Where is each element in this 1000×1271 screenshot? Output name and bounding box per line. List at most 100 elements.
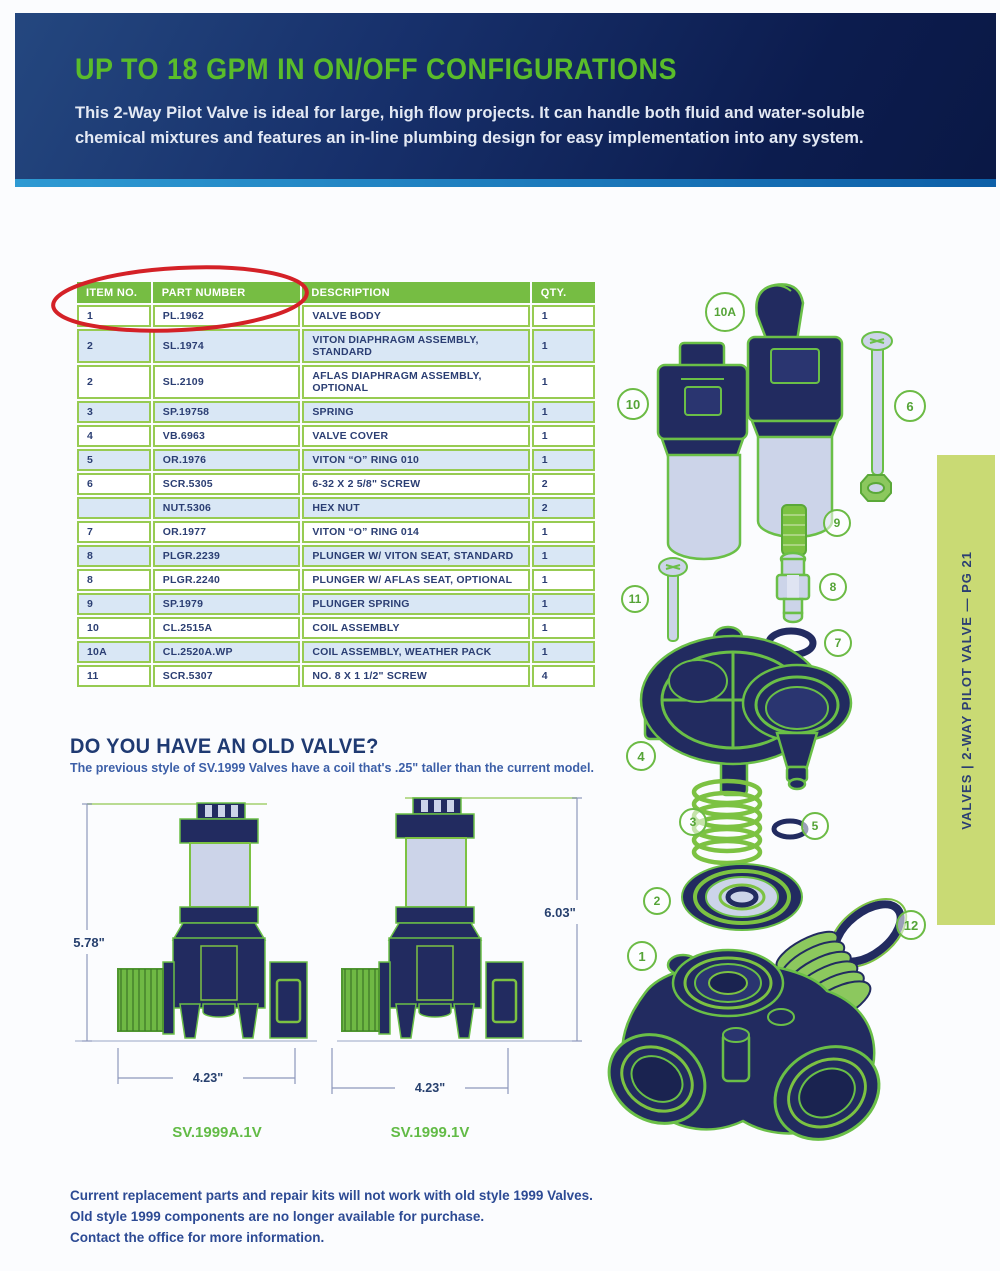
callout-1: 1 <box>627 941 657 971</box>
cell-description: AFLAS DIAPHRAGM ASSEMBLY, OPTIONAL <box>302 365 530 399</box>
screw-6-art <box>860 331 893 502</box>
footer-line-3: Contact the office for more information. <box>70 1230 325 1245</box>
side-tab-label: VALVES | 2-WAY PILOT VALVE — PG 21 <box>958 550 974 830</box>
dim-height-left: 5.78" <box>73 935 104 950</box>
cell-part-number: PLGR.2239 <box>152 545 301 567</box>
table-row: 2 SL.2109 AFLAS DIAPHRAGM ASSEMBLY, OPTI… <box>77 365 595 399</box>
cell-item-no: 4 <box>77 425 151 447</box>
cell-part-number: SP.19758 <box>152 401 301 423</box>
cell-item-no: 1 <box>77 305 151 327</box>
coil-10-art <box>656 341 749 561</box>
parts-table-body: 1 PL.1962 VALVE BODY 1 2 SL.1974 VITON D… <box>77 305 595 687</box>
cell-qty: 1 <box>531 449 595 471</box>
cell-part-number: OR.1976 <box>152 449 301 471</box>
table-row: 11 SCR.5307 NO. 8 X 1 1/2" SCREW 4 <box>77 665 595 687</box>
cell-item-no: 2 <box>77 329 151 363</box>
model-right: SV.1999.1V <box>391 1124 470 1141</box>
table-row: NUT.5306 HEX NUT 2 <box>77 497 595 519</box>
cell-qty: 1 <box>531 365 595 399</box>
cell-description: PLUNGER W/ VITON SEAT, STANDARD <box>302 545 530 567</box>
callout-9: 9 <box>823 509 851 537</box>
cell-part-number: PL.1962 <box>152 305 301 327</box>
cell-part-number: SCR.5305 <box>152 473 301 495</box>
parts-table: ITEM NO. PART NUMBER DESCRIPTION QTY. 1 … <box>75 280 597 689</box>
cell-description: VALVE BODY <box>302 305 530 327</box>
cell-item-no: 7 <box>77 521 151 543</box>
col-header-item: ITEM NO. <box>77 282 151 303</box>
cell-description: VITON “O” RING 010 <box>302 449 530 471</box>
cell-qty: 1 <box>531 569 595 591</box>
cell-part-number: PLGR.2240 <box>152 569 301 591</box>
dim-width-left: 4.23" <box>193 1071 223 1085</box>
cell-qty: 1 <box>531 593 595 615</box>
cell-part-number: SP.1979 <box>152 593 301 615</box>
valve-body-1-art <box>607 930 881 1141</box>
cell-description: 6-32 X 2 5/8" SCREW <box>302 473 530 495</box>
dim-height-right: 6.03" <box>544 905 575 920</box>
callout-2: 2 <box>643 887 671 915</box>
col-header-desc: DESCRIPTION <box>302 282 530 303</box>
cell-part-number: CL.2515A <box>152 617 301 639</box>
callout-7: 7 <box>824 629 852 657</box>
cell-description: SPRING <box>302 401 530 423</box>
cell-item-no: 3 <box>77 401 151 423</box>
dim-width-right: 4.23" <box>415 1081 445 1095</box>
page-title: UP TO 18 GPM IN ON/OFF CONFIGURATIONS <box>75 53 678 86</box>
cell-part-number: SL.2109 <box>152 365 301 399</box>
cell-item-no: 6 <box>77 473 151 495</box>
cell-item-no: 10 <box>77 617 151 639</box>
cell-qty: 4 <box>531 665 595 687</box>
table-row: 9 SP.1979 PLUNGER SPRING 1 <box>77 593 595 615</box>
cell-description: PLUNGER W/ AFLAS SEAT, OPTIONAL <box>302 569 530 591</box>
banner-accent-strip <box>15 179 996 187</box>
cell-qty: 1 <box>531 401 595 423</box>
callout-10a: 10A <box>705 292 745 332</box>
cell-description: COIL ASSEMBLY <box>302 617 530 639</box>
cell-item-no: 10A <box>77 641 151 663</box>
header-banner: UP TO 18 GPM IN ON/OFF CONFIGURATIONS Th… <box>15 13 996 187</box>
callout-4: 4 <box>626 741 656 771</box>
callout-11: 11 <box>621 585 649 613</box>
callout-10: 10 <box>617 388 649 420</box>
cell-qty: 2 <box>531 473 595 495</box>
model-left: SV.1999A.1V <box>172 1124 262 1141</box>
screw-11-art <box>658 557 688 642</box>
table-row: 5 OR.1976 VITON “O” RING 010 1 <box>77 449 595 471</box>
col-header-part: PART NUMBER <box>152 282 301 303</box>
cell-item-no: 11 <box>77 665 151 687</box>
table-row: 6 SCR.5305 6-32 X 2 5/8" SCREW 2 <box>77 473 595 495</box>
table-row: 10A CL.2520A.WP COIL ASSEMBLY, WEATHER P… <box>77 641 595 663</box>
cell-item-no: 8 <box>77 545 151 567</box>
cell-item-no: 8 <box>77 569 151 591</box>
footer-line-1: Current replacement parts and repair kit… <box>70 1188 593 1203</box>
parts-table-header: ITEM NO. PART NUMBER DESCRIPTION QTY. <box>77 282 595 303</box>
table-row: 8 PLGR.2239 PLUNGER W/ VITON SEAT, STAND… <box>77 545 595 567</box>
table-row: 8 PLGR.2240 PLUNGER W/ AFLAS SEAT, OPTIO… <box>77 569 595 591</box>
cell-qty: 1 <box>531 641 595 663</box>
cell-part-number: VB.6963 <box>152 425 301 447</box>
callout-3: 3 <box>679 808 707 836</box>
cell-item-no: 9 <box>77 593 151 615</box>
cell-qty: 2 <box>531 497 595 519</box>
valve-drawing-right: 6.03" 4.23" SV.1999.1V <box>331 797 582 1141</box>
spring-9-art <box>781 504 807 556</box>
cell-part-number: SL.1974 <box>152 329 301 363</box>
callout-8: 8 <box>819 573 847 601</box>
callout-5: 5 <box>801 812 829 840</box>
cell-part-number: SCR.5307 <box>152 665 301 687</box>
cell-qty: 1 <box>531 617 595 639</box>
table-row: 10 CL.2515A COIL ASSEMBLY 1 <box>77 617 595 639</box>
footer-line-2: Old style 1999 components are no longer … <box>70 1209 485 1224</box>
cell-qty: 1 <box>531 521 595 543</box>
cell-description: COIL ASSEMBLY, WEATHER PACK <box>302 641 530 663</box>
col-header-qty: QTY. <box>531 282 595 303</box>
cell-item-no: 2 <box>77 365 151 399</box>
cell-item-no <box>77 497 151 519</box>
cell-qty: 1 <box>531 545 595 567</box>
old-valve-drawings: 5.78" 4.23" SV.1999A.1V <box>73 797 582 1141</box>
old-valve-subheading: The previous style of SV.1999 Valves hav… <box>70 761 594 775</box>
cell-description: VALVE COVER <box>302 425 530 447</box>
exploded-diagram <box>607 283 908 1141</box>
callout-12: 12 <box>896 910 926 940</box>
